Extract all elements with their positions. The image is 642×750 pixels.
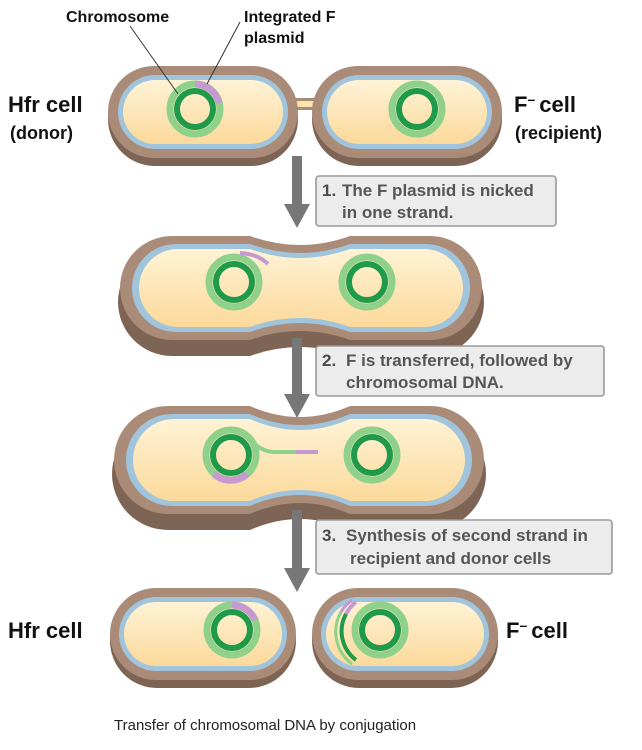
integrated-f-plasmid-segment [194, 80, 223, 105]
recipient-final-f-strand-outer [339, 598, 353, 613]
f-segment-row3 [211, 471, 250, 484]
recipient-chromosome-row3 [343, 426, 401, 484]
plasmid-leader-line [206, 21, 241, 85]
donor-label: (donor) [10, 123, 73, 143]
step3-arrow [284, 510, 310, 592]
f-minus-label-bottom: F–cell [506, 617, 568, 643]
step2-box: 2. F is transferred, followed by chromos… [315, 345, 605, 397]
step2-line2: chromosomal DNA. [346, 373, 504, 392]
step1-arrow [284, 156, 310, 228]
pilus-lumen [280, 101, 324, 107]
f-minus-label-top: F–cell [514, 91, 576, 117]
row2-cell [118, 236, 484, 356]
step3-box: 3. Synthesis of second strand in recipie… [315, 519, 613, 575]
recipient-final-f-strand [344, 600, 358, 615]
step1-number: 1. [322, 181, 336, 200]
recipient-final-new-strand-light [334, 611, 353, 666]
transferred-chromosomal-strand [248, 438, 296, 454]
donor-chromosome-row2 [205, 253, 263, 311]
step1-box: 1. The F plasmid is nicked in one strand… [315, 175, 557, 227]
chromosome-label: Chromosome [66, 9, 169, 26]
row4-hfr-cell [110, 588, 296, 688]
step3-line1: Synthesis of second strand in [346, 526, 588, 545]
row3-cell [112, 406, 486, 530]
recipient-chromosome-circle [388, 80, 446, 138]
recipient-chromosome-row2 [338, 253, 396, 311]
hfr-donor-cell [108, 66, 298, 166]
step1-line1: The F plasmid is nicked [342, 181, 534, 200]
step3-number: 3. [322, 526, 336, 545]
row4-f-minus-cell [312, 588, 498, 688]
figure-caption: Transfer of chromosomal DNA by conjugati… [114, 717, 416, 734]
hfr-cell-label-bottom: Hfr cell [8, 618, 83, 643]
hfr-cell-label-top: Hfr cell [8, 92, 83, 117]
row1-cells [108, 66, 502, 166]
recipient-final-chromosome [351, 601, 409, 659]
nicked-f-strand [239, 251, 270, 266]
nicked-strand-green [235, 255, 261, 277]
step3-line2: recipient and donor cells [350, 549, 551, 568]
step1-line2: in one strand. [342, 203, 453, 222]
step2-number: 2. [322, 351, 336, 370]
integrated-f-label-line2: plasmid [244, 30, 304, 47]
step2-line1: F is transferred, followed by [346, 351, 573, 370]
step2-arrow [284, 338, 310, 418]
hfr-final-f-segment [231, 601, 259, 622]
chromosome-leader-line [129, 25, 179, 95]
recipient-label: (recipient) [515, 123, 602, 143]
f-minus-recipient-cell [312, 66, 502, 166]
recipient-final-new-strand-dark [339, 613, 358, 662]
integrated-f-label-line1: Integrated F [244, 9, 336, 26]
